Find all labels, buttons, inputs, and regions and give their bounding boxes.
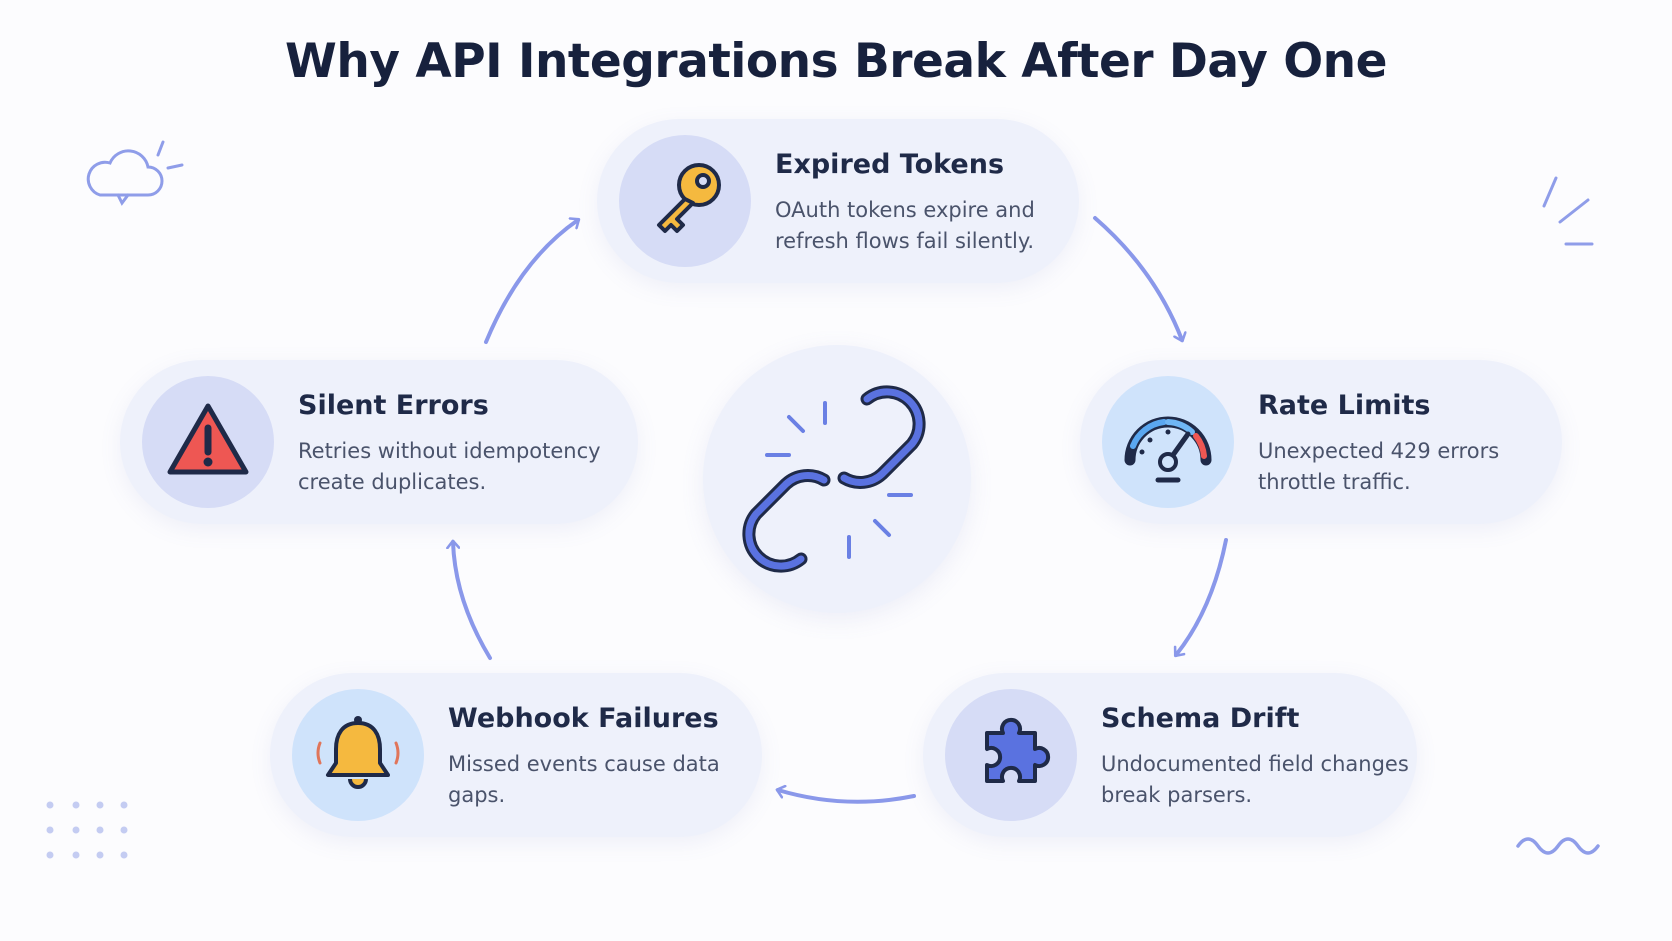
card-title: Expired Tokens [775,149,1005,180]
card-description: Undocumented field changes break parsers… [1101,752,1409,807]
card-rate-limits: Rate Limits Unexpected 429 errors thrott… [1080,360,1562,524]
warning-icon [167,403,249,475]
arrow-rate-to-schema [1176,538,1228,655]
icon-badge [619,135,751,267]
card-description: OAuth tokens expire and refresh flows fa… [775,198,1035,253]
card-description: Retries without idempotency create dupli… [298,439,601,494]
bell-icon [316,716,400,789]
gauge-icon [1124,416,1212,483]
puzzle-icon [985,717,1051,783]
card-title: Silent Errors [298,390,489,421]
card-schema-drift: Schema Drift Undocumented field changes … [923,673,1417,837]
page-title: Why API Integrations Break After Day One [285,34,1387,89]
card-webhook-failures: Webhook Failures Missed events cause dat… [270,673,762,837]
icon-badge [142,376,274,508]
dot-grid [46,801,128,859]
card-title: Rate Limits [1258,390,1431,421]
card-title: Webhook Failures [448,703,719,734]
arrow-silent-to-tokens [484,220,578,344]
icon-badge [945,689,1077,821]
center-hub [703,345,971,613]
card-description: Unexpected 429 errors throttle traffic. [1258,439,1500,494]
arrow-schema-to-webhook [778,790,916,804]
card-silent-errors: Silent Errors Retries without idempotenc… [120,360,638,524]
card-expired-tokens: Expired Tokens OAuth tokens expire and r… [597,119,1079,283]
broken-link-icon [742,385,926,573]
arrow-webhook-to-silent [453,542,492,660]
icon-badge [292,689,424,821]
cloud-icon [86,140,184,206]
arrow-tokens-to-rate [1093,216,1182,340]
card-description: Missed events cause data gaps. [448,752,720,807]
card-title: Schema Drift [1101,703,1300,734]
key-icon [657,163,721,233]
squiggle-icon [1516,837,1600,855]
spark-lines-icon [1542,176,1594,246]
icon-badge [1102,376,1234,508]
